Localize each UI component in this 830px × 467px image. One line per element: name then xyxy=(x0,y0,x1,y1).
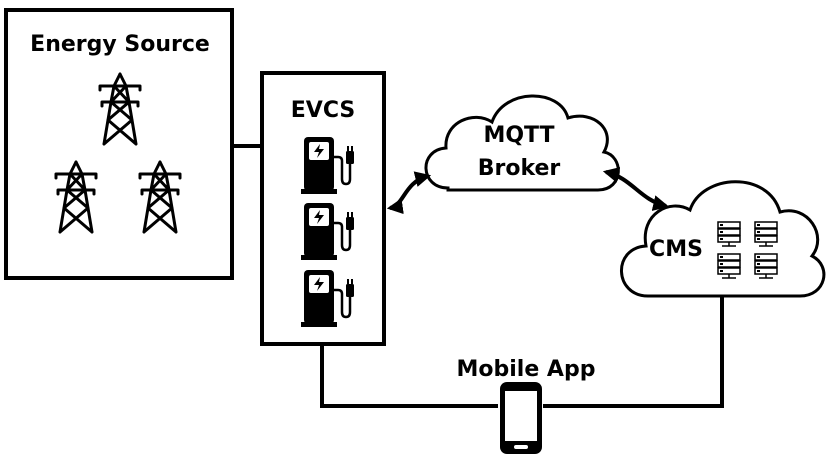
mqtt-broker-cloud: MQTT Broker xyxy=(424,94,620,192)
cloud-icon xyxy=(424,94,620,192)
cloud-icon xyxy=(620,180,826,298)
mqtt-broker-label-line2: Broker xyxy=(478,156,561,181)
mqtt-broker-label-line1: MQTT xyxy=(483,123,554,148)
smartphone-icon xyxy=(500,382,542,454)
evcs-box: EVCS xyxy=(260,71,386,346)
ev-charger-icon xyxy=(299,268,356,329)
evcs-label: EVCS xyxy=(291,98,355,123)
transmission-tower-icon xyxy=(54,160,98,234)
server-rack-icon xyxy=(717,253,741,279)
ev-charger-icon xyxy=(299,201,356,262)
server-rack-icon xyxy=(754,253,778,279)
energy-source-label: Energy Source xyxy=(30,32,210,57)
cms-cloud: CMS xyxy=(620,180,826,298)
evcs-mqtt-arrow xyxy=(386,171,432,215)
server-rack-icon xyxy=(717,221,741,247)
mobile-app-label: Mobile App xyxy=(457,357,596,382)
transmission-tower-icon xyxy=(98,72,142,146)
cms-label: CMS xyxy=(649,237,703,262)
energy-source-box: Energy Source xyxy=(4,8,234,280)
cms-mobile-line xyxy=(543,296,724,408)
ev-charger-icon xyxy=(299,135,356,196)
evcs-mobile-line xyxy=(320,344,498,408)
server-rack-icon xyxy=(754,221,778,247)
mqtt-cms-arrow xyxy=(602,167,670,211)
transmission-tower-icon xyxy=(138,160,182,234)
